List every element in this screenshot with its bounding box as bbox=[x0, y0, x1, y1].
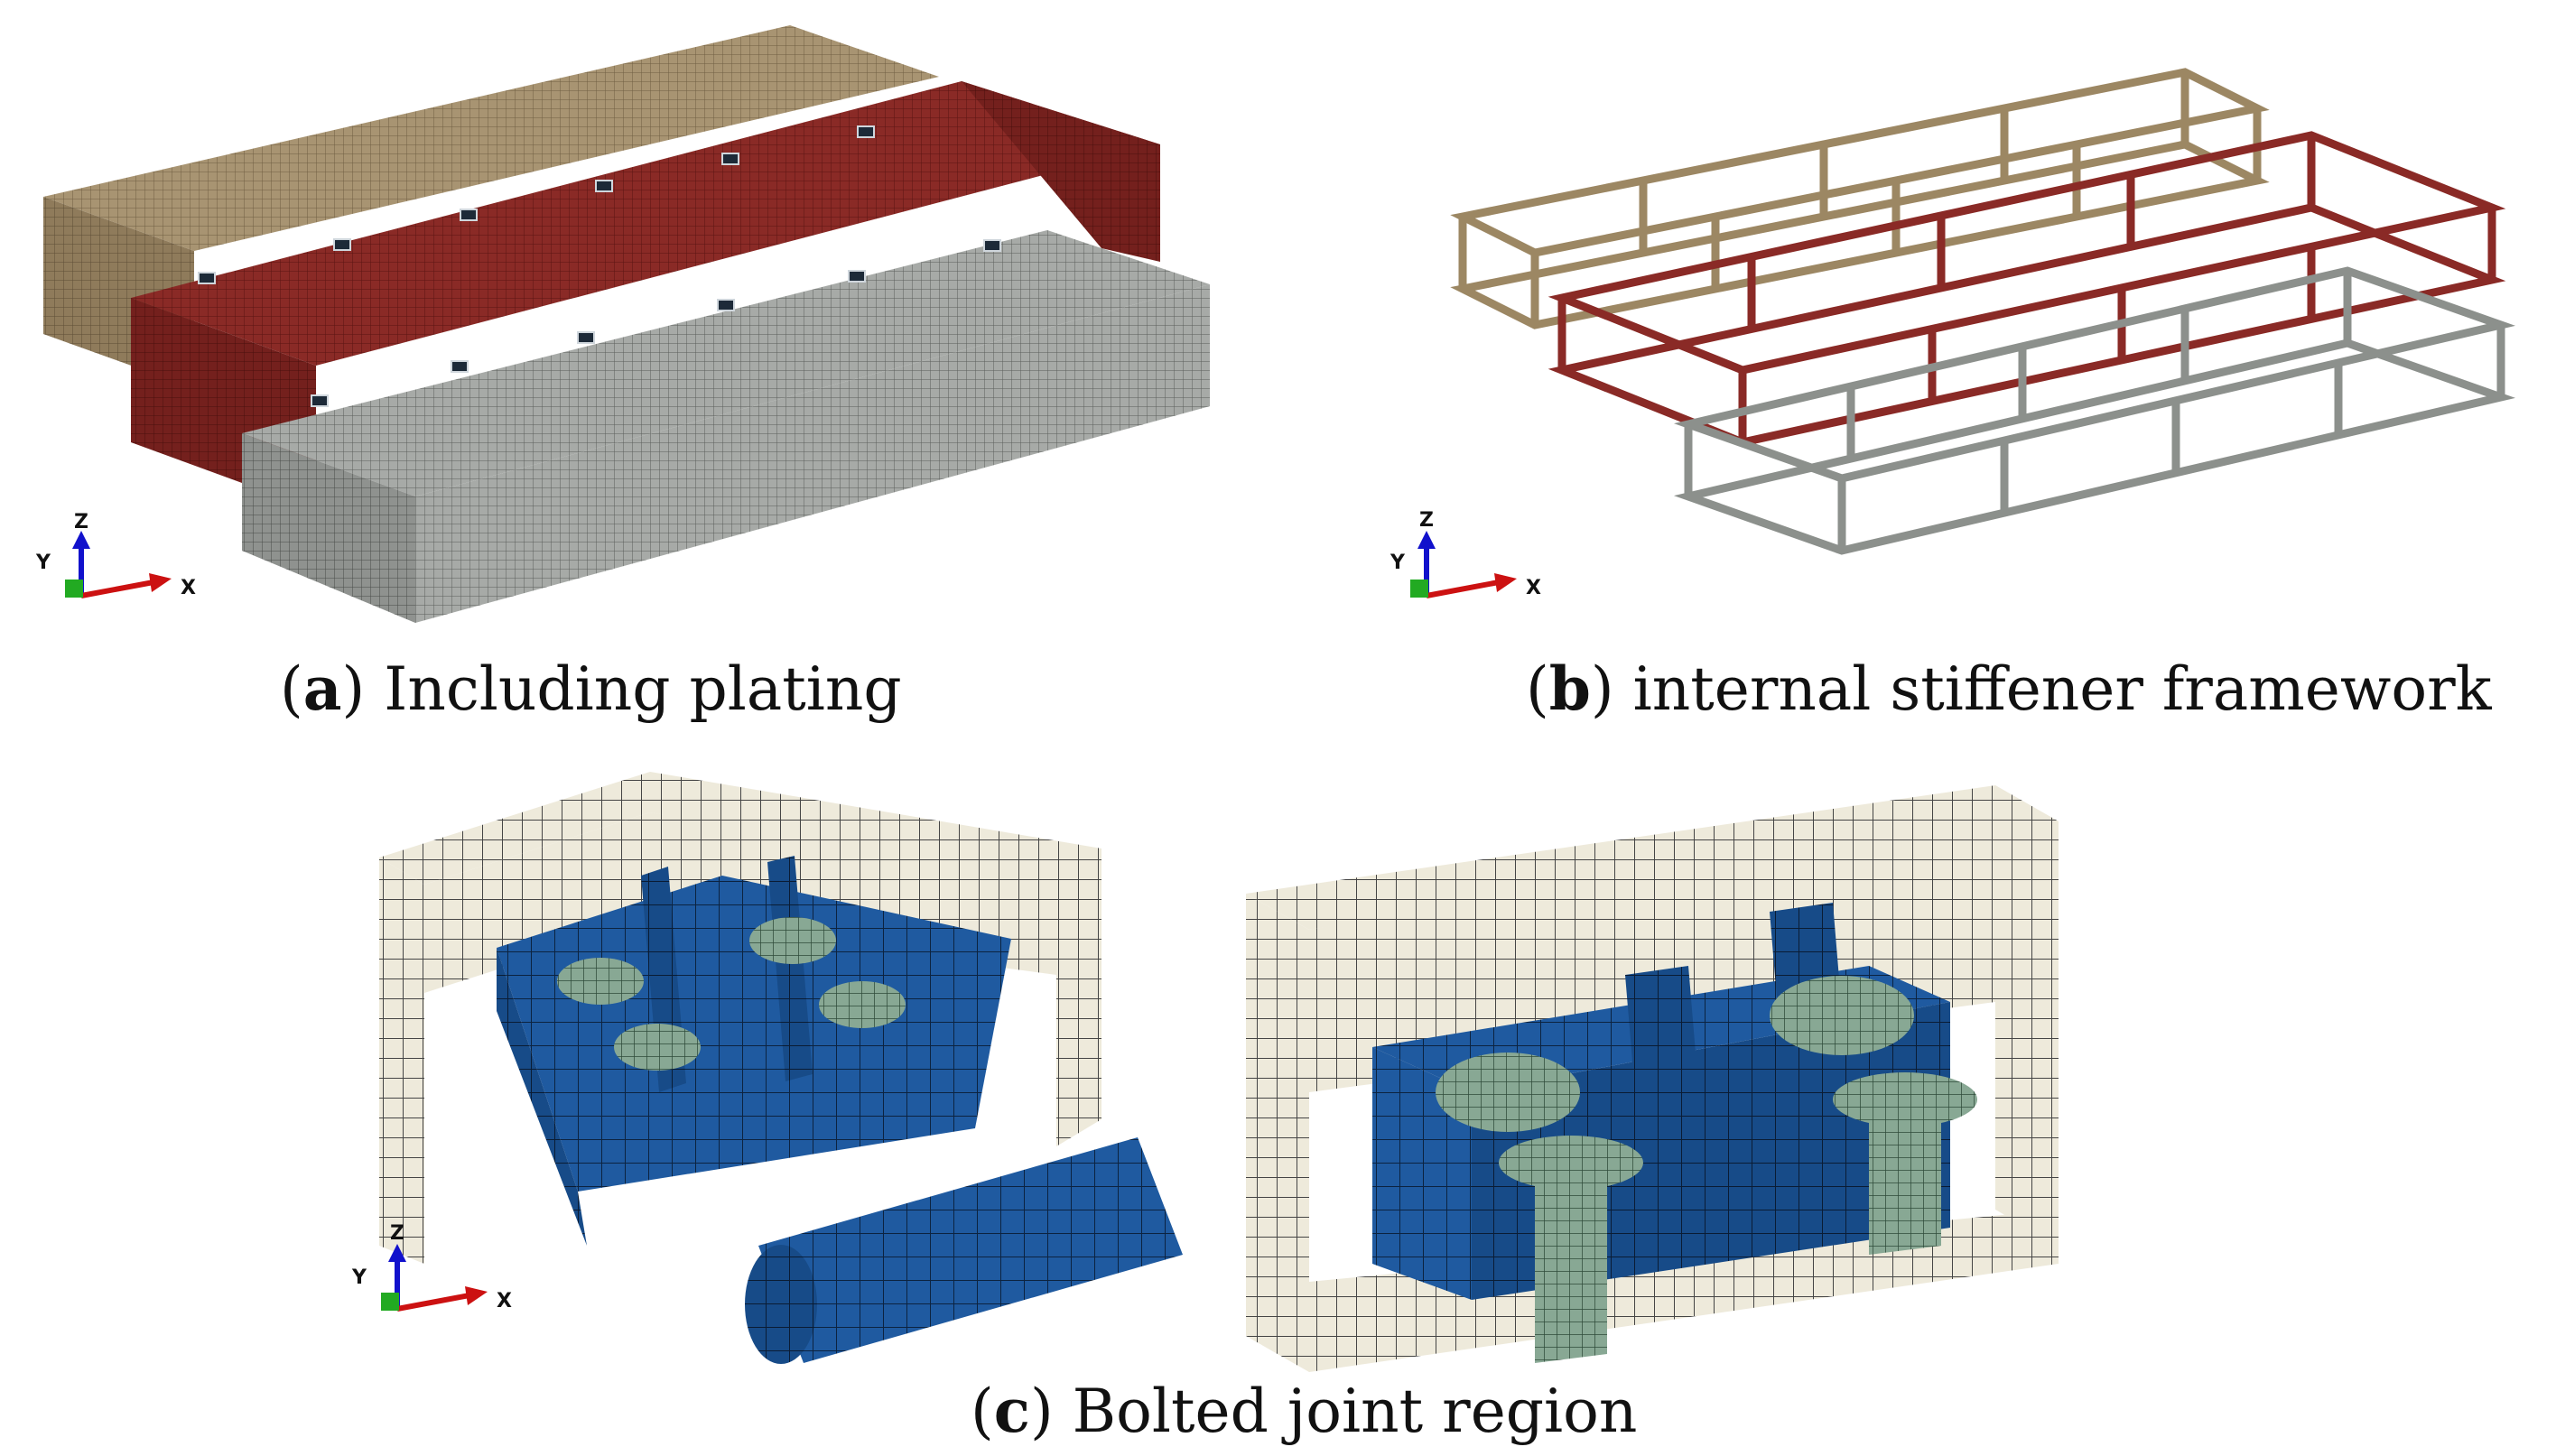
caption-a: (a) Including plating bbox=[280, 654, 902, 724]
bolt-heads-left bbox=[557, 917, 906, 1071]
axis-triad-b: Z Y X bbox=[1390, 509, 1541, 599]
axis-y-label: Y bbox=[35, 552, 51, 574]
left-joint-assembly bbox=[379, 772, 1183, 1364]
grey-module bbox=[242, 230, 1210, 623]
right-joint-assembly bbox=[1246, 785, 2059, 1372]
axis-y-label: Y bbox=[1390, 552, 1406, 574]
axis-z-label: Z bbox=[74, 511, 88, 533]
caption-c: (c) Bolted joint region bbox=[971, 1376, 1638, 1446]
axis-z-label: Z bbox=[1419, 509, 1434, 532]
axis-triad-a: Z Y X bbox=[35, 511, 196, 599]
panel-c-bolted-joint: Z Y X bbox=[343, 740, 2221, 1372]
axis-x-label: X bbox=[1526, 577, 1541, 599]
axis-triad-c: Z Y X bbox=[351, 1222, 512, 1312]
panel-b-stiffener-framework: Z Y X bbox=[1390, 63, 2555, 605]
bolt-connection-markers bbox=[198, 125, 1001, 407]
caption-b: (b) internal stiffener framework bbox=[1526, 654, 2492, 724]
grey-stiffener-frames bbox=[1673, 266, 2516, 555]
panel-a-plating-model: Z Y X bbox=[18, 9, 1246, 632]
axis-x-label: X bbox=[181, 577, 196, 599]
axis-y-label: Y bbox=[351, 1266, 367, 1289]
tan-stiffener-frames bbox=[1450, 68, 2270, 329]
axis-z-label: Z bbox=[390, 1222, 404, 1245]
axis-x-label: X bbox=[497, 1290, 512, 1312]
red-stiffener-frames bbox=[1548, 131, 2506, 447]
